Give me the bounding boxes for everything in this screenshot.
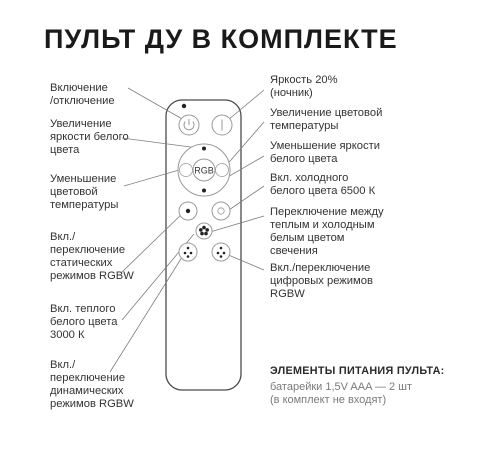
label-power-on-off: Включение /отключение <box>50 82 115 107</box>
leader-digital <box>225 253 265 271</box>
remote-body <box>165 99 242 391</box>
warm-cold-switch-button[interactable] <box>195 222 213 240</box>
label-white-brightness-down: Уменьшение яркости белого цвета <box>270 140 380 165</box>
leader-power <box>127 87 185 121</box>
digital-modes-button[interactable] <box>211 242 231 262</box>
dots-icon <box>216 246 226 258</box>
dynamic-rgbw-button[interactable] <box>178 242 198 262</box>
leader-switch <box>209 215 265 233</box>
flower-icon <box>199 225 209 236</box>
leader-brightness20 <box>227 89 265 121</box>
rgb-button[interactable]: RGB <box>192 158 216 182</box>
cold-white-button[interactable] <box>211 201 231 221</box>
leader-white-up <box>121 137 199 149</box>
color-temp-up-button[interactable] <box>215 163 229 177</box>
label-brightness-20: Яркость 20% (ночник) <box>270 74 338 99</box>
page-title: ПУЛЬТ ДУ В КОМПЛЕКТЕ <box>44 24 398 54</box>
label-warm-white: Вкл. теплого белого цвета 3000 К <box>50 303 118 341</box>
brightness-down-dot <box>202 188 206 193</box>
label-color-temp-down: Уменьшение цветовой температуры <box>50 173 119 211</box>
power-supply-text: батарейки 1,5V AAA — 2 шт (в комплект не… <box>270 381 412 406</box>
brightness-up-dot <box>202 146 206 151</box>
color-temp-down-button[interactable] <box>179 163 193 177</box>
leader-cold <box>225 185 265 213</box>
label-digital-modes: Вкл./переключение цифровых режимов RGBW <box>270 262 373 300</box>
night-light-button[interactable] <box>211 114 233 136</box>
leader-temp-up <box>223 121 265 169</box>
label-white-brightness-up: Увеличение яркости белого цвета <box>50 118 129 156</box>
dots-icon <box>183 246 193 258</box>
label-cold-white: Вкл. холодного белого цвета 6500 К <box>270 172 376 197</box>
label-static-rgbw: Вкл./ переключение статических режимов R… <box>50 231 134 282</box>
leader-temp-down <box>123 167 187 187</box>
power-supply-heading: ЭЛЕМЕНТЫ ПИТАНИЯ ПУЛЬТА: <box>270 365 445 377</box>
label-warm-cold-switch: Переключение между теплым и холодным бел… <box>270 206 384 257</box>
rgb-button-label: RGB <box>194 166 214 176</box>
static-rgbw-button[interactable] <box>178 201 198 221</box>
label-dynamic-rgbw: Вкл./ переключение динамических режимов … <box>50 359 134 410</box>
leader-static <box>121 209 187 273</box>
power-button[interactable] <box>178 114 200 136</box>
ir-indicator-dot <box>181 103 187 109</box>
label-color-temp-up: Увеличение цветовой температуры <box>270 107 383 132</box>
leader-dynamic <box>109 253 185 373</box>
